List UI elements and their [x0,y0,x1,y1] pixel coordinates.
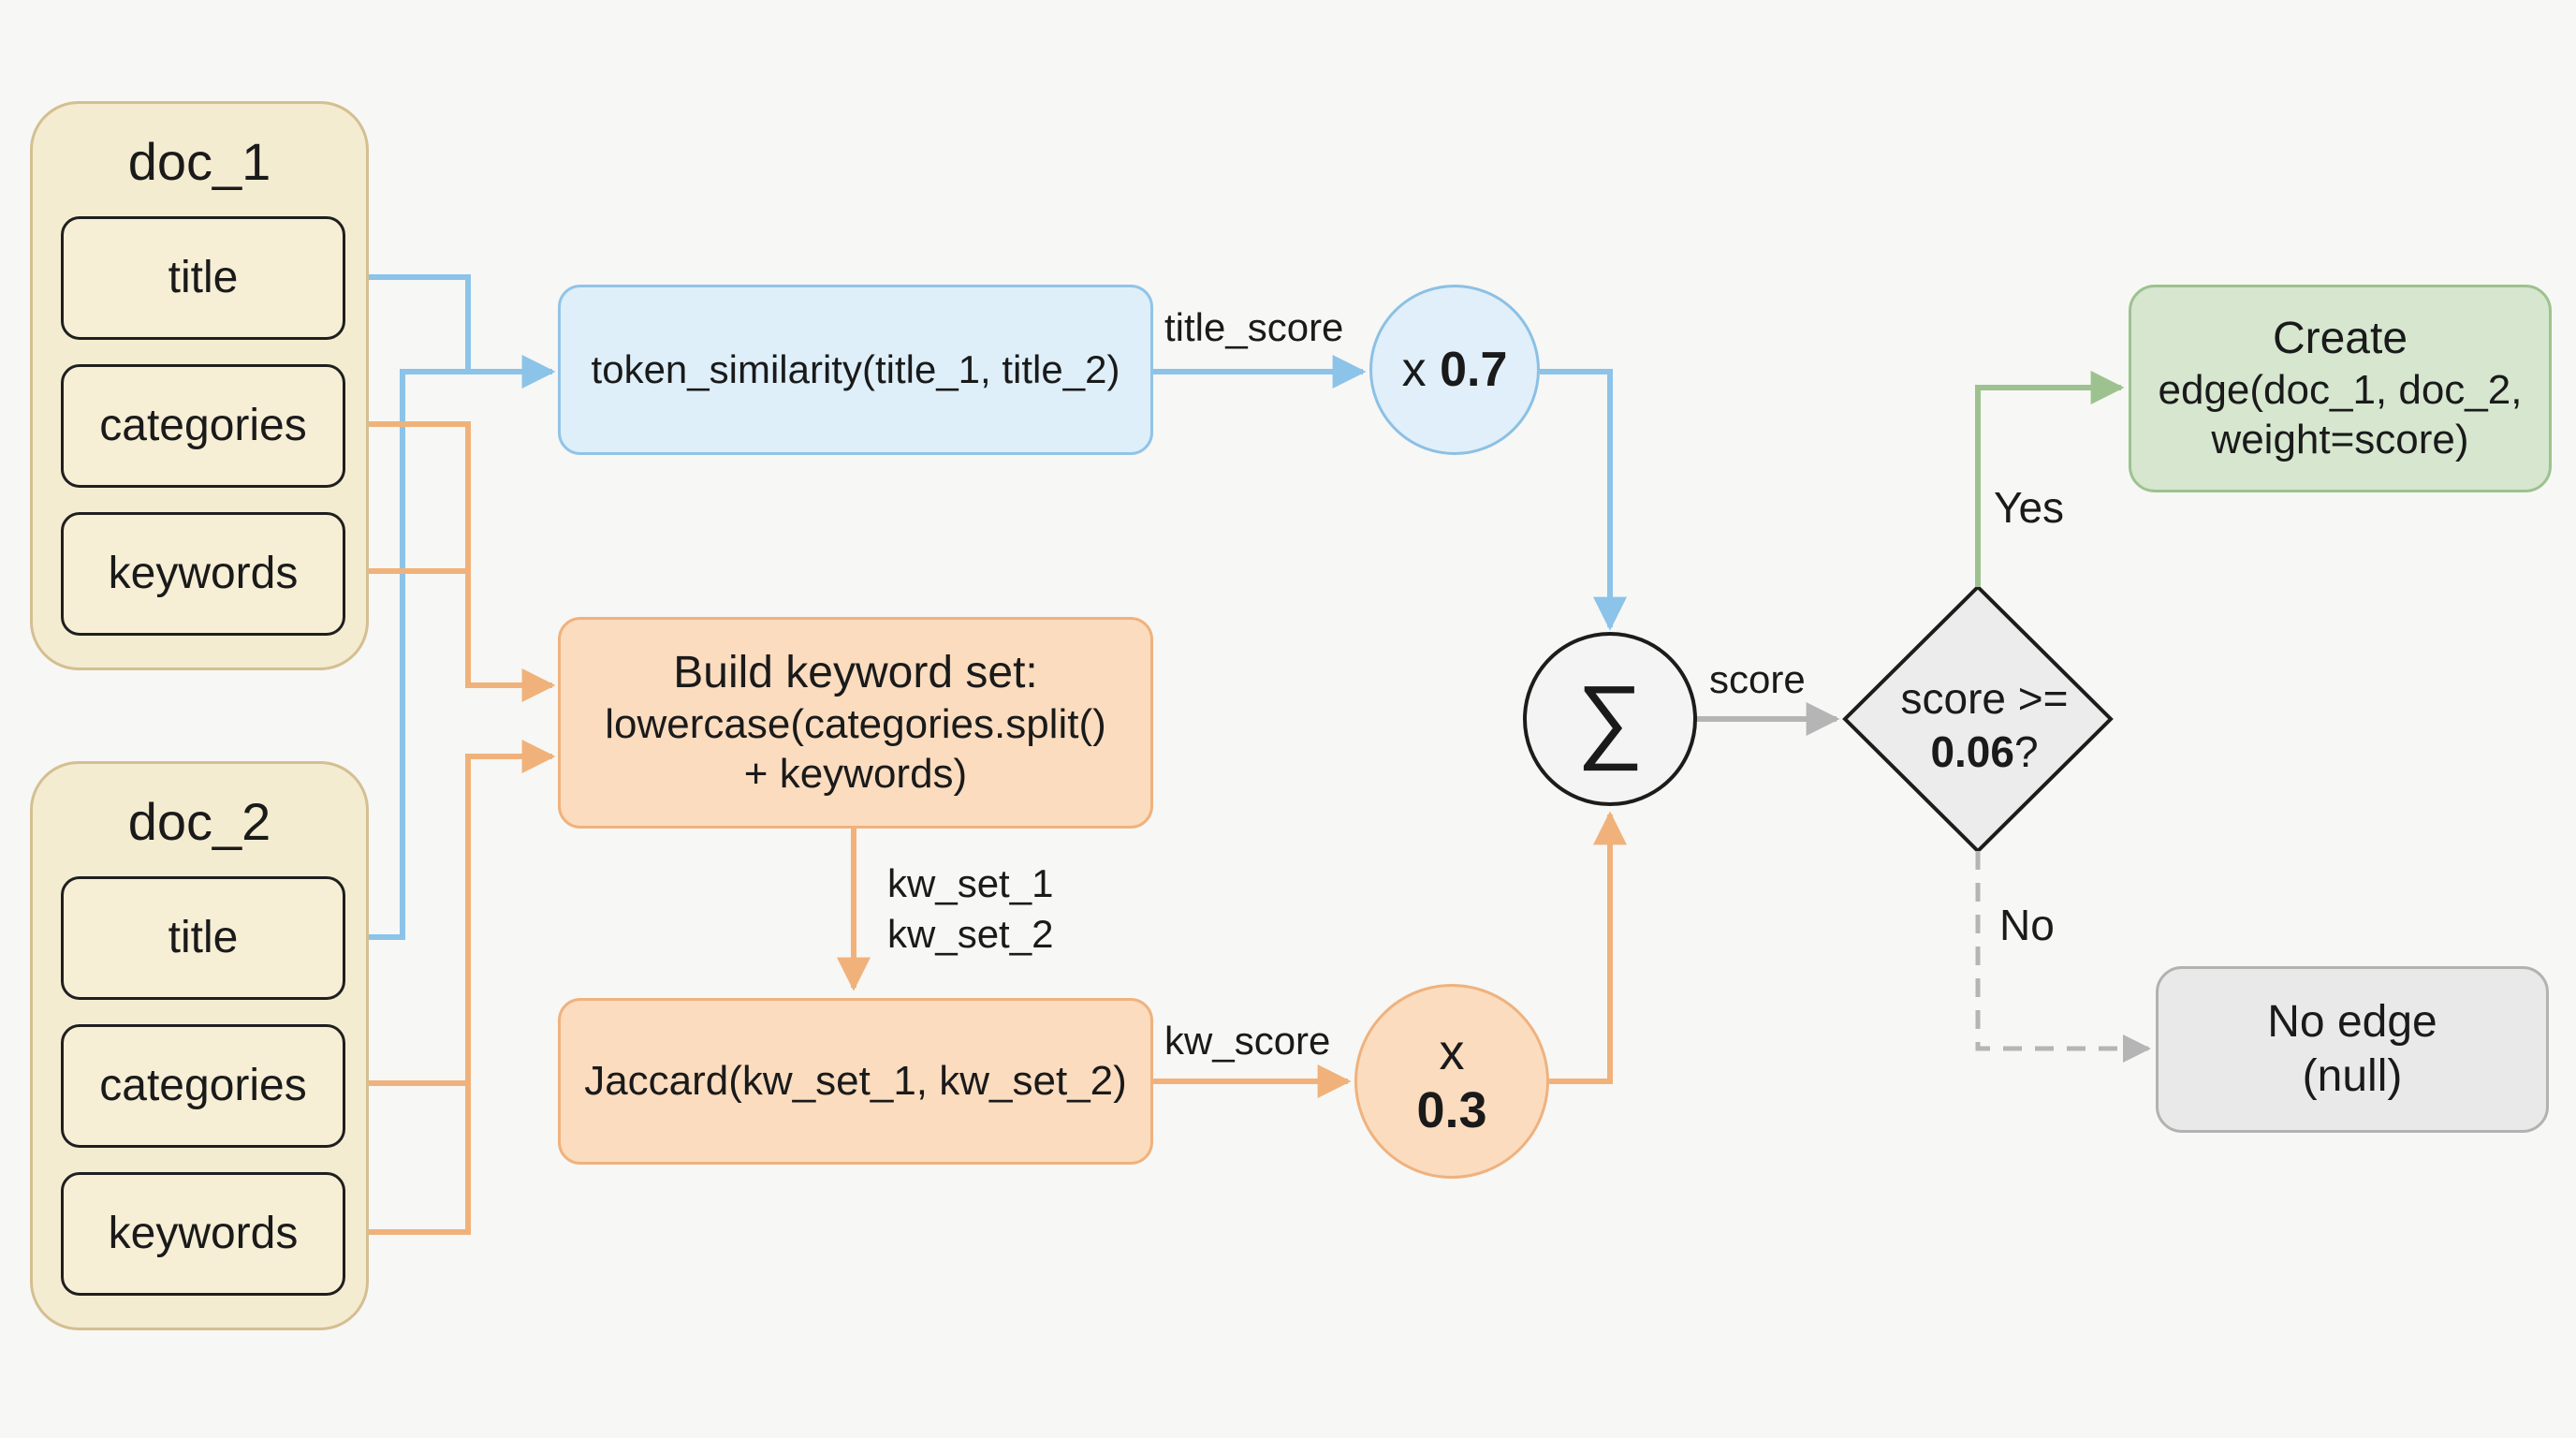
kw-weight-node: x 0.3 [1354,984,1549,1179]
decision-suffix: ? [2013,727,2039,776]
title-weight-value: 0.7 [1440,342,1508,397]
label-title-score: title_score [1164,305,1344,349]
create-edge-line3: weight=score) [2211,416,2469,462]
token-similarity-label: token_similarity(title_1, title_2) [591,346,1120,391]
wire-kw-weight-to-sum [1549,811,1627,1084]
build-keyword-line1: Build keyword set: [673,648,1038,698]
create-edge-line1: Create [2272,314,2408,364]
doc1-card: doc_1 title categories keywords [30,101,369,670]
doc1-field-keywords: keywords [61,512,345,636]
label-kw-set-2: kw_set_2 [887,912,1054,956]
wire-doc2-keywords [339,740,556,1235]
sum-node: ∑ [1523,632,1697,806]
wire-doc1-title [339,274,556,389]
doc2-card: doc_2 title categories keywords [30,761,369,1330]
decision-line1: score >= [1900,673,2069,723]
doc2-field-title: title [61,876,345,1000]
kw-weight-prefix: x [1439,1023,1465,1080]
no-edge-line1: No edge [2267,997,2437,1048]
doc1-field-categories: categories [61,364,345,488]
label-score: score [1709,657,1806,701]
wire-title-weight-to-sum [1540,369,1627,631]
doc2-field-keywords: keywords [61,1172,345,1296]
create-edge-node: Create edge(doc_1, doc_2, weight=score) [2129,285,2552,492]
doc2-field-categories: categories [61,1024,345,1148]
label-yes: Yes [1994,483,2065,532]
wire-doc1-categories [339,421,556,702]
decision-label: score >= 0.06? [1844,660,2125,791]
create-edge-line2: edge(doc_1, doc_2, [2158,367,2523,413]
title-weight-node: x 0.7 [1369,285,1540,455]
build-keyword-line2: lowercase(categories.split() [605,701,1106,747]
no-edge-line2: (null) [2302,1051,2403,1101]
jaccard-node: Jaccard(kw_set_1, kw_set_2) [558,998,1153,1165]
no-edge-node: No edge (null) [2156,966,2549,1133]
label-no: No [1999,901,2055,949]
wire-yes [1975,371,2125,587]
doc1-title: doc_1 [127,132,271,191]
wire-doc2-title [339,369,468,940]
sum-icon: ∑ [1576,667,1644,771]
doc1-field-title: title [61,216,345,340]
wire-no [1975,851,2151,1063]
token-similarity-node: token_similarity(title_1, title_2) [558,285,1153,455]
label-kw-score: kw_score [1164,1019,1331,1063]
build-keyword-line3: + keywords) [743,750,968,797]
decision-threshold: 0.06 [1930,727,2014,776]
jaccard-label: Jaccard(kw_set_1, kw_set_2) [584,1057,1127,1104]
title-weight-prefix: x [1401,342,1427,397]
build-keyword-node: Build keyword set: lowercase(categories.… [558,617,1153,829]
doc2-title: doc_2 [127,792,271,851]
label-kw-set-1: kw_set_1 [887,861,1054,905]
kw-weight-value: 0.3 [1416,1082,1487,1138]
